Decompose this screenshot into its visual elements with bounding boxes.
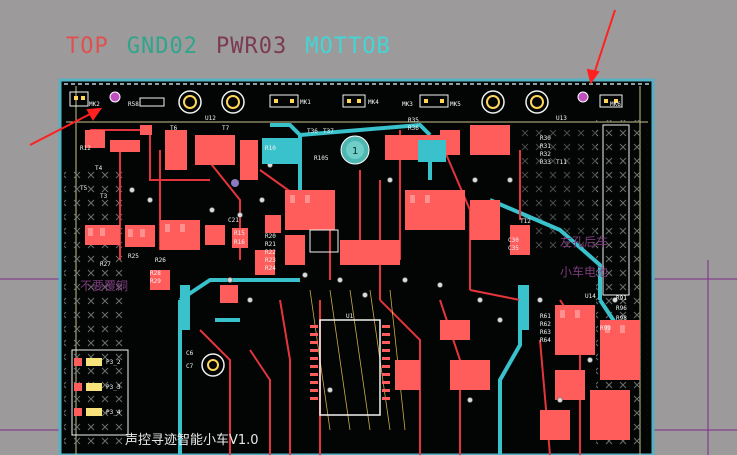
- mcu-chip: [319, 319, 381, 416]
- right-pin-header: [602, 124, 630, 296]
- ref-c7: C7: [186, 363, 194, 370]
- ref-r58: R58: [128, 101, 139, 108]
- layer-tab-pwr03[interactable]: PWR03: [215, 34, 288, 59]
- cyan-pad-block-2: [418, 140, 446, 162]
- connector-right-tall: [519, 285, 529, 330]
- header-pin-label-1: P3_2: [106, 359, 121, 366]
- ref-t7: T7: [222, 125, 230, 132]
- ref-r25: R25: [128, 253, 139, 260]
- ref-t3: T3: [100, 193, 108, 200]
- ref-r22: R22: [265, 249, 276, 256]
- top-row-headers: [69, 91, 623, 108]
- ref-t12: T12: [520, 218, 531, 225]
- layer-tabs: TOP GND02 PWR03 MOTTOB: [66, 34, 391, 64]
- layer-tab-gnd02[interactable]: GND02: [126, 34, 198, 59]
- no-route-zone-left: [64, 170, 124, 450]
- header-pin-label-3: P3_4: [106, 409, 121, 416]
- mid-via-purple: [231, 179, 239, 187]
- ref-r62: R62: [540, 321, 551, 328]
- connector-left-tall: [180, 285, 190, 330]
- ref-c6: C6: [186, 350, 194, 357]
- ref-r26: R26: [155, 257, 166, 264]
- outer-guide-lines: [0, 260, 737, 455]
- ref-r21: R21: [265, 241, 276, 248]
- ref-r99: R99: [600, 325, 611, 332]
- ref-t4: T4: [95, 165, 103, 172]
- ref-u13: U13: [556, 115, 567, 122]
- ref-r64: R64: [540, 337, 551, 344]
- ref-r29: R29: [150, 278, 161, 285]
- ref-r96: R96: [616, 305, 627, 312]
- board-outline: [58, 78, 655, 455]
- ref-t6: T6: [170, 125, 178, 132]
- sub-chip: [309, 229, 339, 253]
- ref-r61: R61: [540, 313, 551, 320]
- ref-mk1: MK1: [300, 99, 311, 106]
- layer-tab-top[interactable]: TOP: [66, 34, 109, 59]
- ref-r24: R24: [265, 265, 276, 272]
- ref-r28: R28: [150, 270, 161, 277]
- ref-r36: R36: [408, 125, 419, 132]
- mcu-pins: [310, 325, 390, 400]
- vias: [129, 162, 618, 403]
- ref-c35: C35: [508, 245, 519, 252]
- ref-r35: R35: [408, 117, 419, 124]
- ref-mk3: MK3: [402, 101, 413, 108]
- side-silk-2: 小车电池: [560, 264, 608, 279]
- ref-r16: R16: [234, 239, 245, 246]
- cursor-badge-label: 1: [352, 146, 358, 157]
- cyan-pad-block: [262, 138, 298, 164]
- ref-r105: R105: [314, 155, 329, 162]
- ref-r23: R23: [265, 257, 276, 264]
- ref-t36: T36: [307, 128, 318, 135]
- ref-u12: U12: [205, 115, 216, 122]
- ref-r20: R20: [265, 233, 276, 240]
- ref-r12: R12: [80, 145, 91, 152]
- header-pin-label-2: P3_3: [106, 384, 121, 391]
- ref-r98: R98: [616, 315, 627, 322]
- ref-r30: R30: [540, 135, 551, 142]
- cursor-badge-inner: [346, 141, 364, 159]
- ref-r32: R32: [540, 151, 551, 158]
- annotation-arrow-left: [29, 107, 103, 146]
- ref-r63: R63: [540, 329, 551, 336]
- mount-hole-left: [109, 91, 121, 103]
- mark-mk6: MK6: [610, 101, 621, 108]
- ref-u14: U14: [585, 293, 596, 300]
- layer-tab-mottob[interactable]: MOTTOB: [305, 34, 391, 59]
- ref-r27: R27: [100, 261, 111, 268]
- ref-mk5: MK5: [450, 101, 461, 108]
- round-components: [178, 90, 549, 377]
- ref-r15: R15: [234, 230, 245, 237]
- warning-silk: 不要覆铜: [80, 278, 128, 293]
- annotation-arrow-right: [586, 9, 616, 85]
- ref-t37: T37: [323, 128, 334, 135]
- board-title-silk: 声控寻迹智能小车V1.0: [125, 432, 259, 448]
- pad-details: [88, 195, 625, 333]
- mount-hole-right: [577, 91, 589, 103]
- ref-mk4: MK4: [368, 99, 379, 106]
- header-pins-top: [74, 96, 618, 103]
- yellow-header: [71, 349, 129, 436]
- ref-t5: T5: [80, 185, 88, 192]
- side-silk-1: 左孔后车: [560, 234, 608, 249]
- ref-r31: R31: [540, 143, 551, 150]
- ref-c30: C30: [508, 237, 519, 244]
- ref-r91: R91: [616, 295, 627, 302]
- ref-t11: T11: [556, 159, 567, 166]
- ref-r33: R33: [540, 159, 551, 166]
- ref-r10: R10: [265, 145, 276, 152]
- mark-mk2: MK2: [89, 101, 100, 108]
- ref-c21: C21: [228, 217, 239, 224]
- mcu-label: U1: [346, 313, 354, 320]
